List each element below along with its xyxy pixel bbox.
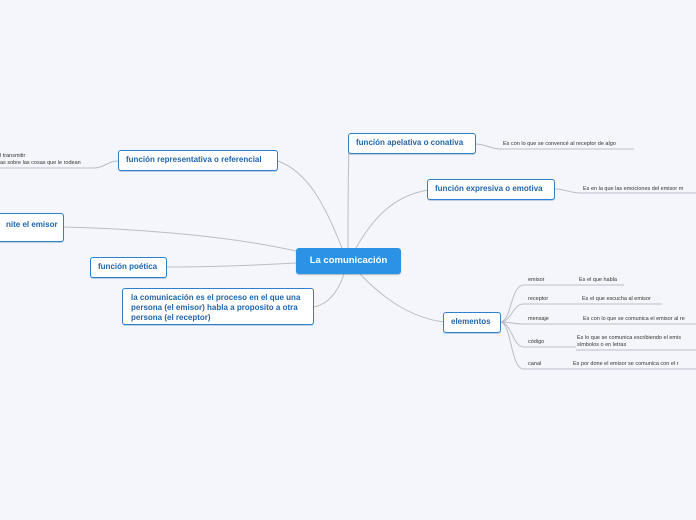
topic-funcion-referencial-label: función representativa o referencial (126, 155, 262, 164)
topic-funcion-expresiva-label: función expresiva o emotiva (435, 184, 543, 193)
link-expresiva-desc (554, 188, 696, 194)
link-root-poetica (166, 262, 297, 268)
topic-definicion[interactable]: la comunicación es el proceso en el que … (122, 288, 314, 325)
topic-funcion-expresiva[interactable]: función expresiva o emotiva (427, 179, 555, 200)
element-term-canal: canal (528, 361, 542, 367)
link-elementos-canal (499, 321, 572, 370)
topic-emisor-partial[interactable]: nite el emisor (0, 213, 64, 242)
link-elementos-emisor (499, 284, 578, 323)
link-referencial-desc (0, 160, 119, 169)
root-label: La comunicación (309, 255, 388, 266)
link-root-elementos (359, 273, 445, 323)
referencial-description-line1: l transmitir (0, 153, 26, 159)
topic-elementos-label: elementos (451, 317, 491, 326)
topic-funcion-referencial[interactable]: función representativa o referencial (118, 150, 278, 171)
element-term-receptor: receptor (528, 296, 549, 302)
link-elementos-receptor (499, 303, 581, 323)
link-root-referencial (277, 160, 343, 249)
element-desc-canal: Es por done el emisor se comunica con el… (573, 361, 679, 367)
expresiva-description: Es en la que las emociones del emisor m (583, 186, 684, 192)
topic-funcion-poetica[interactable]: función poética (90, 257, 167, 278)
referencial-description-line2: as sobre las cosas que le rodean (0, 160, 81, 166)
element-desc-codigo: Es lo que se comunica escribiendo el emi… (577, 335, 681, 341)
link-root-apelativa (347, 143, 350, 249)
link-root-emisor (63, 226, 297, 252)
topic-funcion-apelativa-label: función apelativa o conativa (356, 138, 464, 147)
link-root-definicion (313, 273, 345, 308)
element-term-mensaje: mensaje (528, 316, 549, 322)
topic-elementos[interactable]: elementos (443, 312, 501, 333)
link-root-expresiva (355, 189, 429, 249)
topic-funcion-poetica-label: función poética (98, 262, 158, 271)
element-desc-mensaje: Es con lo que se comunica el emisor al r… (583, 316, 685, 322)
topic-definicion-label: la comunicación es el proceso en el que … (131, 293, 301, 322)
root-node[interactable]: La comunicación (296, 248, 401, 274)
topic-emisor-partial-label: nite el emisor (6, 220, 58, 229)
element-term-emisor: emisor (528, 277, 545, 283)
link-apelativa-desc (474, 143, 634, 150)
topic-funcion-apelativa[interactable]: función apelativa o conativa (348, 133, 476, 154)
element-desc-emisor: Es el que habla (579, 277, 617, 283)
element-desc-codigo-line2: símbolos o en letras (577, 342, 627, 348)
element-term-codigo: código (528, 339, 545, 345)
element-desc-receptor: Es el que escucha al emisor (582, 296, 651, 302)
apelativa-description: Es con lo que se convencé al receptor de… (503, 141, 616, 147)
